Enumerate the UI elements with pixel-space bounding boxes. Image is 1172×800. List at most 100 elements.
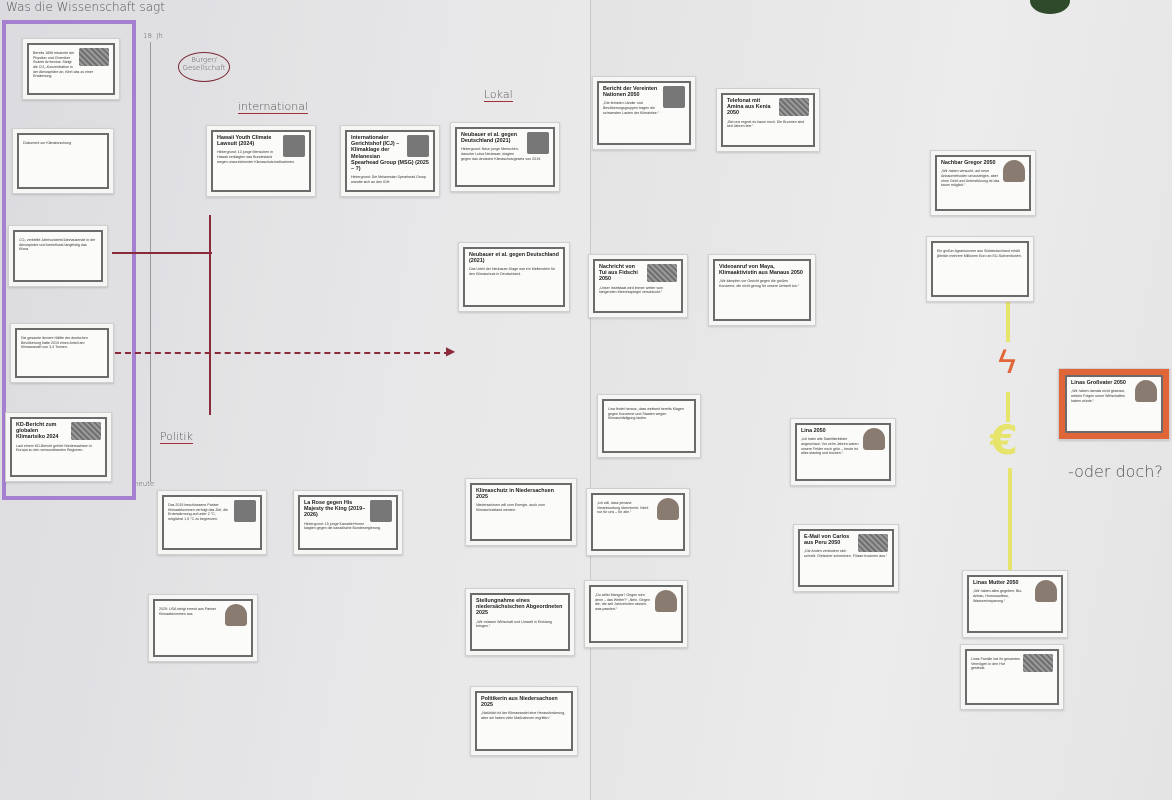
image-icon <box>71 422 101 440</box>
portrait-icon <box>655 590 677 612</box>
card-body: „Du willst Mangos? Gegen wen denn – das … <box>595 593 650 612</box>
card-frame: Neubauer et al. gegen Deutschland (2021)… <box>455 127 555 187</box>
card-frame: Ein großer Agrarkonzern aus Süddeutschla… <box>931 241 1029 297</box>
card-frame: La Rose gegen His Majesty the King (2019… <box>298 495 398 550</box>
card-body: „Wir haben versucht, auf neue Anbaumetho… <box>941 169 1000 188</box>
card-frame: Nachricht von Tui aus Fidschi 2050 „Unser… <box>593 259 683 313</box>
euro-icon: € <box>990 418 1018 464</box>
card-frame: Internationaler Gerichtshof (ICJ) – Klim… <box>345 130 435 192</box>
yellow-line-mid <box>1006 392 1010 422</box>
poster-card: CO₂ verbleibt Jahrhunderte/Jahrtausende … <box>8 225 108 287</box>
card-body: Das Urteil der Neubauer-Klage war ein Me… <box>469 267 556 277</box>
image-icon <box>779 98 809 116</box>
portrait-icon <box>863 428 885 450</box>
image-icon <box>1023 654 1053 672</box>
card-title: La Rose gegen His Majesty the King (2019… <box>304 500 366 519</box>
card-body: „Ich habe alte Satellitenbilder angescha… <box>801 437 859 456</box>
label-international: international <box>238 100 309 114</box>
card-frame: Bericht der Vereinten Nationen 2050„Die … <box>597 81 691 145</box>
label-century: 18. Jh <box>143 32 163 40</box>
poster-card: Das 2015 beschlossene Pariser Klimaabkom… <box>157 490 267 555</box>
card-body: „Ich will, dass jemand Verantwortung übe… <box>597 501 649 515</box>
card-title: Telefonat mit Amina aus Kenia 2050 <box>727 98 771 117</box>
label-politics: Politik <box>160 430 193 444</box>
card-body: „Natürlich ist der Klimawandel eine Hera… <box>481 711 566 721</box>
card-title: Politikerin aus Niedersachsen 2025 <box>481 696 558 709</box>
portrait-icon <box>1003 160 1025 182</box>
card-frame: Telefonat mit Amina aus Kenia 2050„Bei u… <box>721 93 815 147</box>
poster-card: Videoanruf von Maya, Klimaaktivistin aus… <box>708 254 816 326</box>
portrait-icon <box>225 604 247 626</box>
card-title: Videoanruf von Maya, Klimaaktivistin aus… <box>719 264 803 277</box>
science-frame <box>2 20 136 500</box>
card-frame: „Ich will, dass jemand Verantwortung übe… <box>591 493 685 551</box>
axis-horizontal <box>112 252 212 254</box>
card-frame: Linas Mutter 2050„Wir haben alles gegebe… <box>967 575 1063 633</box>
image-icon <box>647 264 677 282</box>
card-frame: E-Mail von Carlos aus Peru 2050„Die Ande… <box>798 529 894 587</box>
card-body: CO₂ verbleibt Jahrhunderte/Jahrtausende … <box>19 238 96 252</box>
poster-card: Linas Familie hat ihr gesamtes Vermögen … <box>960 644 1064 710</box>
card-title: Neubauer et al. gegen Deutschland (2021) <box>469 252 559 265</box>
card-body: Hintergrund: 15 junge Kanadier*innen kla… <box>304 521 381 531</box>
card-title: Nachbar Gregor 2050 <box>941 160 996 166</box>
card-body: 2025: USA steigt erneut aus Pariser Klim… <box>159 607 217 616</box>
card-body: „Die Anden verändern sich schnell. Glets… <box>804 549 888 559</box>
lightning-icon: ϟ <box>998 342 1016 382</box>
card-body: „Wir müssen Wirtschaft und Umwelt in Ein… <box>476 619 552 629</box>
card-title: Linas Großvater 2050 <box>1071 380 1126 386</box>
card-body: Ein großer Agrarkonzern aus Süddeutschla… <box>937 249 1022 258</box>
card-title: Nachricht von Tui aus Fidschi 2050 <box>599 264 638 283</box>
card-frame: Neubauer et al. gegen Deutschland (2021)… <box>463 247 565 307</box>
card-body: „Unser Inselstaat wird immer weiter vom … <box>599 285 664 295</box>
poster-card: Nachbar Gregor 2050 „Wir haben versucht, … <box>930 150 1036 216</box>
card-frame: Die gesamte ärmere Hälfte der deutschen … <box>15 328 109 378</box>
card-frame: Linas Familie hat ihr gesamtes Vermögen … <box>965 649 1059 705</box>
timeline-line <box>150 42 151 482</box>
poster-card: Die gesamte ärmere Hälfte der deutschen … <box>10 323 114 383</box>
card-body: Dokument zur Klimaforschung <box>23 141 72 145</box>
poster-card: Internationaler Gerichtshof (ICJ) – Klim… <box>340 125 440 197</box>
card-body: Hintergrund: 13 junge Menschen in Hawaii… <box>217 150 295 164</box>
card-frame: Hawaii Youth Climate Lawsuit (2024)Hinte… <box>211 130 311 192</box>
card-frame: Videoanruf von Maya, Klimaaktivistin aus… <box>713 259 811 321</box>
card-title: Stellungnahme eines niedersächsischen Ab… <box>476 598 563 617</box>
poster-card: Linas Großvater 2050„Wir haben damals ni… <box>1058 368 1170 440</box>
card-frame: Linas Großvater 2050„Wir haben damals ni… <box>1065 375 1163 433</box>
poster-card: La Rose gegen His Majesty the King (2019… <box>293 490 403 555</box>
poster-card: Bereits 1896 erkannte der Physiker und C… <box>22 38 120 100</box>
card-body: „Wir kämpfen vor Gericht gegen die große… <box>719 279 800 289</box>
card-frame: Lina 2050„Ich habe alte Satellitenbilder… <box>795 423 891 481</box>
card-title: KD-Bericht zum globalen Klimarisiko 2024 <box>16 422 59 441</box>
image-icon <box>370 500 392 522</box>
poster-card: 2025: USA steigt erneut aus Pariser Klim… <box>148 594 258 662</box>
poster-card: Stellungnahme eines niedersächsischen Ab… <box>465 588 575 656</box>
card-body: „Wir haben alles gegeben: Bio-Anbau, Hum… <box>973 589 1023 603</box>
card-title: Bericht der Vereinten Nationen 2050 <box>603 86 658 99</box>
poster-card: Lina findet heraus, dass weltweit bereit… <box>597 394 701 458</box>
card-frame: KD-Bericht zum globalen Klimarisiko 2024… <box>10 417 107 477</box>
portrait-icon <box>1035 580 1057 602</box>
card-body: Laut einem KD-Bericht gehört Niedersachs… <box>16 443 93 453</box>
poster-card: KD-Bericht zum globalen Klimarisiko 2024… <box>5 412 112 482</box>
yellow-line-bottom <box>1008 468 1012 572</box>
image-icon <box>527 132 549 154</box>
card-body: Die gesamte ärmere Hälfte der deutschen … <box>21 336 88 350</box>
poster-card: Nachricht von Tui aus Fidschi 2050 „Unser… <box>588 254 688 318</box>
label-or-not: -oder doch? <box>1068 462 1163 481</box>
portrait-icon <box>657 498 679 520</box>
card-frame: Politikerin aus Niedersachsen 2025 „Natür… <box>475 691 573 751</box>
label-society: Bürger/ Gesellschaft <box>178 52 230 82</box>
plant-leaves <box>1030 0 1070 14</box>
card-body: Das 2015 beschlossene Pariser Klimaabkom… <box>168 503 228 522</box>
poster-card: „Du willst Mangos? Gegen wen denn – das … <box>584 580 688 648</box>
card-body: Bereits 1896 erkannte der Physiker und C… <box>33 51 94 79</box>
card-frame: CO₂ verbleibt Jahrhunderte/Jahrtausende … <box>13 230 103 282</box>
image-icon <box>858 534 888 552</box>
card-title: Internationaler Gerichtshof (ICJ) – Klim… <box>351 135 429 173</box>
card-body: Niedersachsen will vom Energie- auch zum… <box>476 503 545 513</box>
yellow-line-top <box>1006 300 1010 342</box>
card-frame: Nachbar Gregor 2050 „Wir haben versucht, … <box>935 155 1031 211</box>
